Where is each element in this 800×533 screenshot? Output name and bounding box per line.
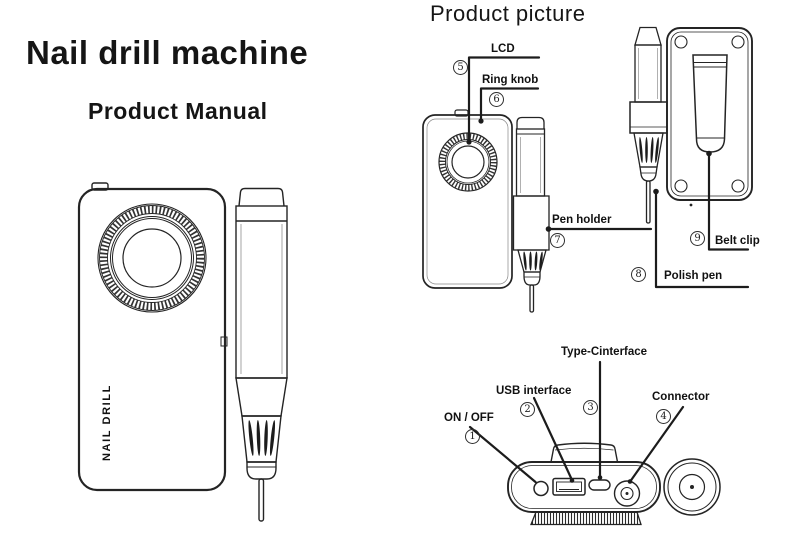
screw-drawing xyxy=(731,35,745,49)
ring-knob-drawing xyxy=(97,203,207,313)
callout-type-c-number: 3 xyxy=(583,400,598,415)
device-body-outline xyxy=(77,187,227,492)
callout-usb-number: 2 xyxy=(520,402,535,417)
pen-holder-drawing xyxy=(512,195,550,251)
power-button-drawing xyxy=(533,480,549,497)
drill-bit-drawing xyxy=(258,478,265,522)
callout-connector-number: 4 xyxy=(656,409,671,424)
callout-pen-holder-number: 7 xyxy=(550,233,565,248)
connector-leader-line xyxy=(629,405,685,483)
base-connector-drawing xyxy=(613,480,641,507)
screw-drawing xyxy=(674,35,688,49)
base-port-view-drawing xyxy=(507,442,721,526)
drill-bit-drawing xyxy=(529,284,535,313)
device-body-outline xyxy=(422,114,513,289)
callout-lcd-label: LCD xyxy=(491,43,515,55)
callout-type-c-label: Type-Cinterface xyxy=(561,346,648,358)
docked-pen-drawing xyxy=(235,187,288,522)
polish-pen-drawing xyxy=(629,26,668,224)
belt-clip-leader-line xyxy=(707,152,750,251)
callout-usb-label: USB interface xyxy=(496,385,572,397)
page-title: Nail drill machine xyxy=(26,34,309,71)
main-unit-large-drawing xyxy=(77,182,288,522)
docked-pen-drawing xyxy=(512,116,550,313)
callout-ring-knob-number: 6 xyxy=(489,92,504,107)
callout-polish-pen-label: Polish pen xyxy=(664,270,723,282)
usb-leader-line xyxy=(532,396,574,482)
callout-pen-holder-label: Pen holder xyxy=(552,214,612,226)
holder-clip-detail xyxy=(220,336,228,347)
callout-on-off-number: 1 xyxy=(465,429,480,444)
drill-bit-drawing xyxy=(645,180,651,224)
device-side-label: NAIL DRILL xyxy=(101,384,113,461)
callout-belt-clip-label: Belt clip xyxy=(715,235,760,247)
main-unit-front-drawing xyxy=(422,109,550,313)
lcd-window-drawing xyxy=(122,228,182,288)
callout-polish-pen-number: 8 xyxy=(631,267,646,282)
polish-pen-leader-line xyxy=(654,190,750,289)
callout-ring-knob-label: Ring knob xyxy=(482,74,539,86)
usb-port-drawing xyxy=(552,477,586,496)
section-heading: Product picture xyxy=(430,1,586,26)
screw-drawing xyxy=(674,179,688,193)
lcd-leader-line xyxy=(467,56,541,143)
callout-connector-label: Connector xyxy=(652,391,710,403)
callout-leader-lines xyxy=(466,56,750,484)
ring-knob-leader-line xyxy=(479,87,540,121)
on-off-leader-line xyxy=(468,425,537,484)
screw-drawing xyxy=(731,179,745,193)
callout-lcd-number: 5 xyxy=(453,60,468,75)
type-c-port-drawing xyxy=(588,479,611,491)
lcd-window-drawing xyxy=(451,145,485,179)
page-subtitle: Product Manual xyxy=(88,98,268,124)
belt-clip-drawing xyxy=(692,54,728,153)
pen-holder-bracket-drawing xyxy=(550,442,619,463)
callout-belt-clip-number: 9 xyxy=(690,231,705,246)
callout-on-off-label: ON / OFF xyxy=(444,412,494,424)
knurled-skirt-drawing xyxy=(530,511,642,526)
connector-front-view-drawing xyxy=(663,458,721,516)
